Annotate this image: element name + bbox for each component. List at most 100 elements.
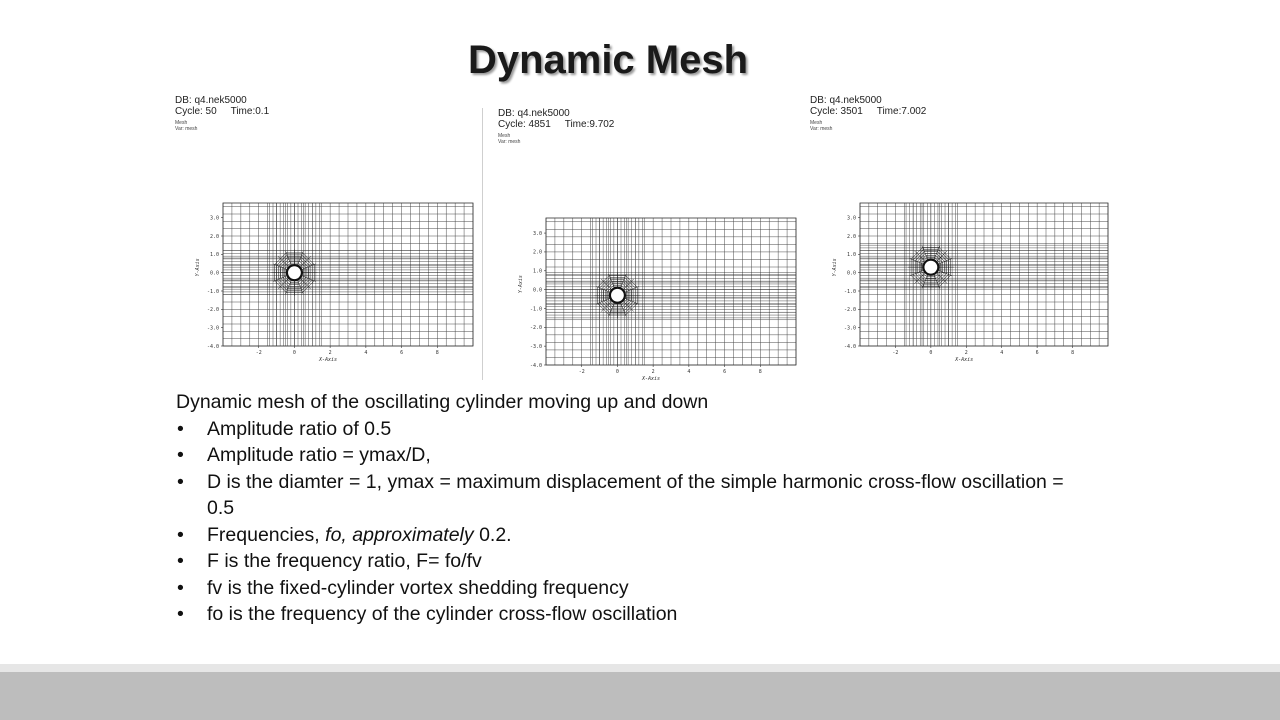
- x-tick-label: 4: [364, 350, 367, 356]
- panel-db-label: DB: q4.nek5000: [810, 95, 882, 106]
- y-tick-label: 1.0: [533, 269, 542, 275]
- y-tick-label: 0.0: [533, 287, 542, 293]
- x-tick-label: 8: [759, 369, 762, 375]
- plot-frame: [859, 202, 1109, 347]
- refinement-spoke: [600, 299, 614, 312]
- y-tick-label: 3.0: [847, 215, 856, 221]
- y-tick-label: -2.0: [207, 307, 219, 313]
- refinement-spoke: [936, 258, 953, 266]
- bullet-glyph: •: [177, 470, 184, 493]
- y-tick-label: -4.0: [207, 344, 219, 350]
- cylinder: [285, 264, 304, 282]
- refinement-spoke: [596, 297, 612, 305]
- x-tick-label: 6: [1036, 350, 1039, 356]
- panel-db-label: DB: q4.nek5000: [498, 108, 570, 119]
- bullet-list: • Amplitude ratio of 0.5 • Amplitude ratio…: [176, 416, 1096, 628]
- x-tick-label: -2: [256, 350, 262, 356]
- x-tick-label: 6: [723, 369, 726, 375]
- y-tick-label: -1.0: [207, 289, 219, 295]
- refinement-spoke: [619, 273, 627, 290]
- x-tick-label: -2: [579, 369, 585, 375]
- bullet-text: Amplitude ratio = ymax/D,: [207, 444, 431, 466]
- list-item: • fo is the frequency of the cylinder cro…: [176, 601, 1096, 628]
- panel-time-label: Time:7.002: [876, 106, 927, 117]
- y-tick-label: 3.0: [533, 231, 542, 237]
- panel-db-label: DB: q4.nek5000: [175, 95, 247, 106]
- x-axis-title: X-Axis: [954, 357, 973, 363]
- cylinder-refinement: [594, 272, 641, 319]
- refinement-spoke: [921, 272, 929, 289]
- plot-frame: [545, 217, 797, 366]
- y-tick-label: -2.0: [530, 325, 542, 331]
- x-tick-label: 0: [616, 369, 619, 375]
- y-tick-label: 2.0: [533, 250, 542, 256]
- panel-header: DB: q4.nek5000 Cycle: 50 Time:0.1 Mesh V…: [175, 95, 269, 132]
- bullet-text: Amplitude ratio of 0.5: [207, 417, 392, 440]
- y-tick-label: 1.0: [847, 252, 856, 258]
- y-tick-label: -1.0: [530, 306, 542, 312]
- bullet-text: F is the frequency ratio, F= fo/fv: [207, 550, 482, 572]
- x-tick-label: -2: [892, 350, 898, 356]
- cylinder: [608, 286, 627, 304]
- footer-divider: [0, 664, 1280, 672]
- refinement-spoke: [932, 272, 940, 289]
- list-item: • Amplitude ratio of 0.5: [176, 416, 1096, 443]
- panel-time-label: Time:9.702: [564, 119, 615, 130]
- panel-legend-var: Var: mesh: [175, 126, 198, 132]
- x-tick-label: 6: [400, 350, 403, 356]
- refinement-spoke: [277, 276, 291, 290]
- bullet-glyph: •: [177, 417, 184, 440]
- list-item: •D is the diamter = 1, ymax = maximum di…: [176, 469, 1096, 522]
- refinement-spoke: [273, 263, 289, 271]
- bullet-glyph: •: [177, 603, 184, 625]
- x-tick-label: 2: [652, 369, 655, 375]
- refinement-spoke: [596, 286, 612, 294]
- refinement-spoke: [909, 269, 926, 277]
- x-axis-title: X-Axis: [318, 357, 337, 363]
- panel-cycle-label: Cycle: 50: [175, 106, 217, 117]
- refinement-spoke: [914, 271, 927, 284]
- mesh-panel-1: DB: q4.nek5000 Cycle: 50 Time:0.1 Mesh V…: [175, 95, 475, 380]
- panel-header: DB: q4.nek5000 Cycle: 3501 Time:7.002 Me…: [810, 95, 926, 132]
- refinement-spoke: [298, 276, 311, 290]
- bullet-text: fv is the fixed-cylinder vortex shedding…: [207, 576, 629, 599]
- mesh-grid: [859, 203, 1109, 347]
- bullet-text: fo is the frequency of the cylinder cros…: [207, 603, 678, 625]
- panel-cycle-label: Cycle: 4851: [498, 119, 551, 130]
- panel-legend-var: Var: mesh: [810, 126, 833, 132]
- refinement-spoke: [934, 271, 948, 284]
- refinement-spoke: [622, 286, 639, 294]
- refinement-spoke: [909, 258, 926, 266]
- y-tick-label: -4.0: [844, 344, 856, 350]
- refinement-spoke: [285, 251, 293, 268]
- y-axis-title: Y-Axis: [195, 258, 201, 276]
- slide-title: Dynamic Mesh: [467, 38, 749, 82]
- y-tick-label: 1.0: [210, 252, 219, 258]
- panel-time-label: Time:0.1: [230, 106, 270, 117]
- x-tick-label: 2: [965, 350, 968, 356]
- x-tick-label: 8: [436, 350, 439, 356]
- mesh-grid: [545, 218, 797, 366]
- list-item: •fv is the fixed-cylinder vortex sheddin…: [176, 575, 1096, 602]
- mesh-panel-2: DB: q4.nek5000 Cycle: 4851 Time:9.702 Me…: [498, 108, 798, 388]
- y-axis-title: Y-Axis: [518, 275, 524, 293]
- plot-frame: [222, 202, 474, 347]
- bullet-text-post: 0.2.: [473, 523, 512, 546]
- cylinder-refinement: [271, 249, 318, 296]
- y-tick-label: 0.0: [210, 270, 219, 276]
- refinement-spoke: [277, 256, 291, 269]
- refinement-spoke: [914, 250, 927, 264]
- cylinder: [922, 258, 940, 276]
- y-tick-label: -1.0: [844, 289, 856, 295]
- y-tick-label: -3.0: [530, 344, 542, 350]
- footer-bar: [0, 672, 1280, 720]
- x-tick-label: 4: [687, 369, 690, 375]
- refinement-spoke: [936, 269, 953, 277]
- refinement-spoke: [921, 245, 929, 262]
- x-tick-label: 0: [293, 350, 296, 356]
- bullet-text-emphasis: fo, approximately: [325, 523, 474, 546]
- refinement-spoke: [273, 274, 289, 282]
- x-axis-title: X-Axis: [641, 376, 660, 382]
